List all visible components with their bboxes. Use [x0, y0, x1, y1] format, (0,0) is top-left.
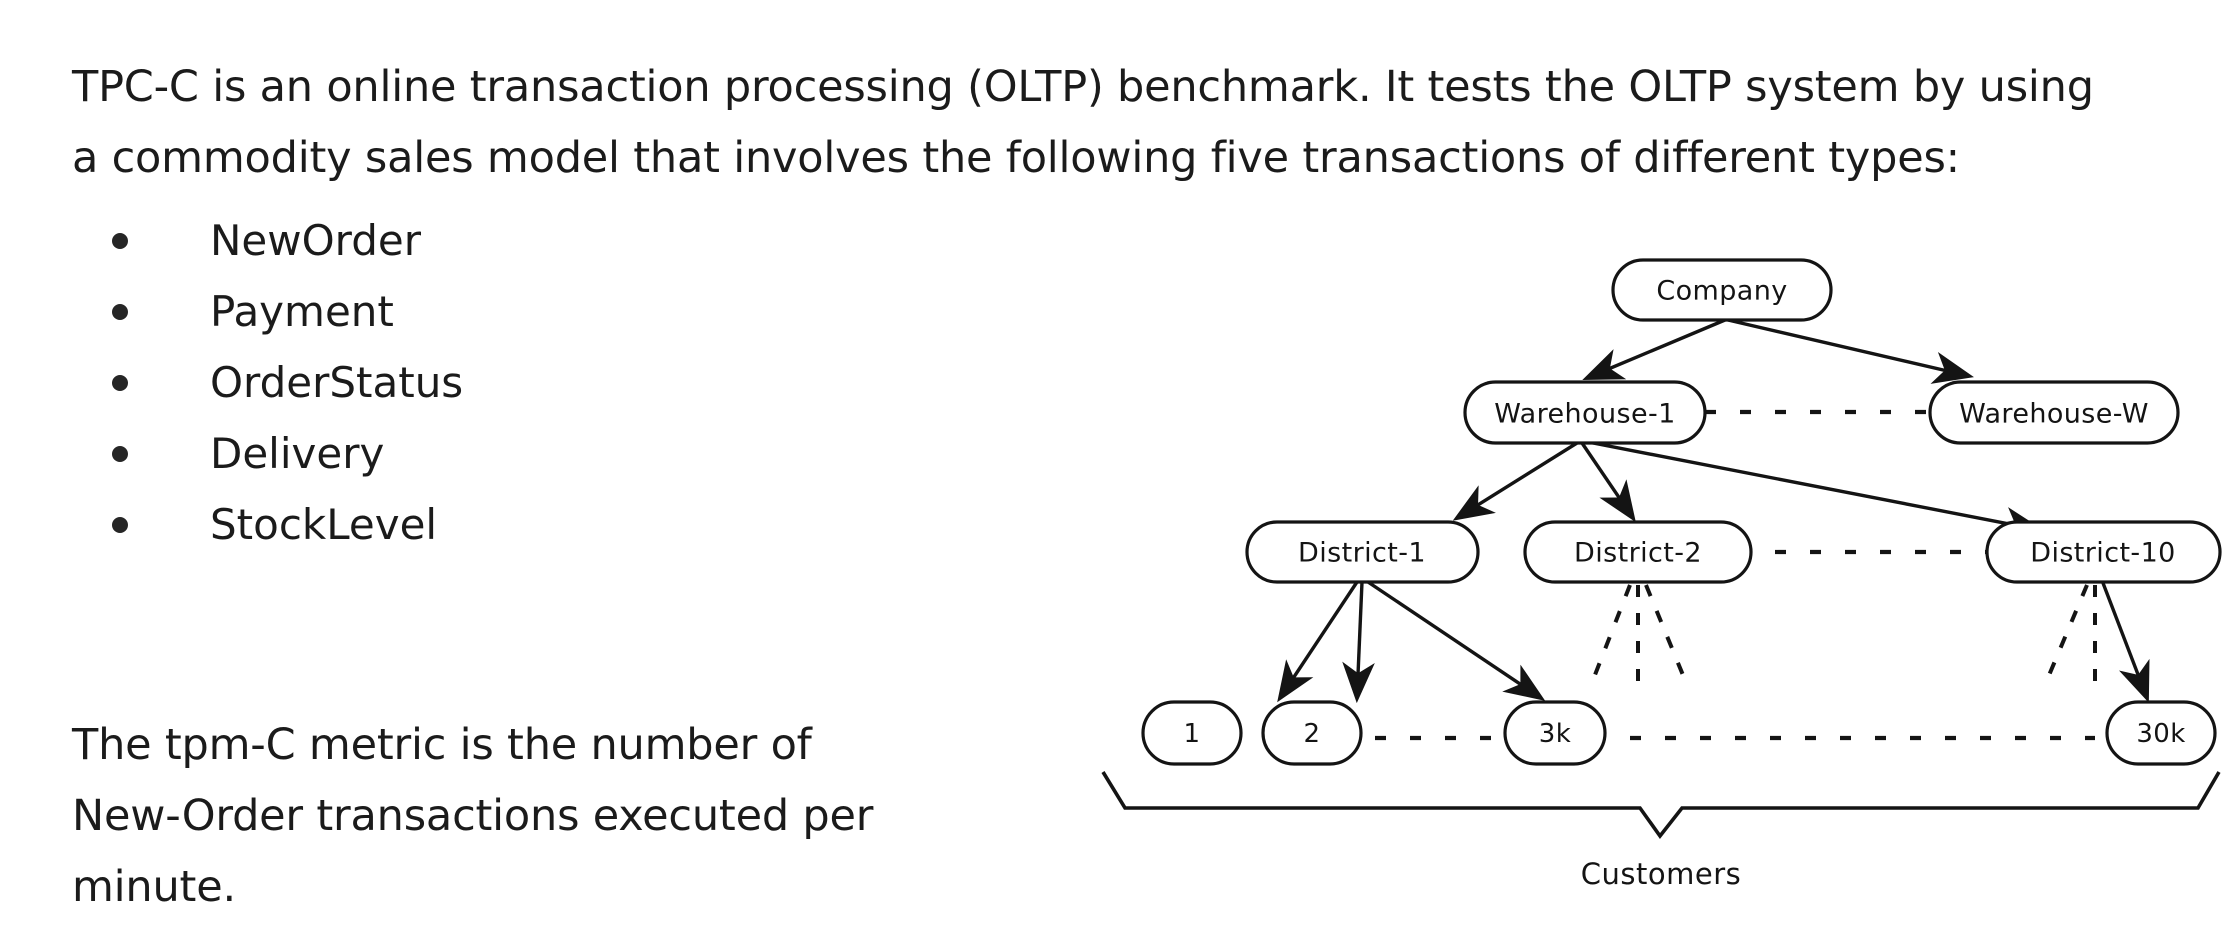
- edge-company-to-warehouse-1: [1582, 318, 1726, 380]
- tpcc-hierarchy-diagram: Company Warehouse-1 Warehouse-W District…: [1085, 230, 2222, 910]
- list-item: Payment: [72, 276, 772, 347]
- edge-district-1-to-customer-1: [1277, 581, 1359, 703]
- tpmc-line-1: The tpm-C metric is the number of: [72, 720, 812, 770]
- edge-warehouse-to-district-10: [1587, 440, 2046, 540]
- list-item: NewOrder: [72, 205, 772, 276]
- intro-line-1: TPC-C is an online transaction processin…: [72, 62, 2094, 112]
- edge-district-10-fan-left: [2045, 584, 2089, 681]
- list-item: Delivery: [72, 418, 772, 489]
- edge-district-2-fan-right: [1644, 584, 1687, 681]
- node-customer-2-label: 2: [1304, 719, 1321, 749]
- customers-brace: [1101, 771, 2221, 840]
- edge-company-to-warehouse-w: [1727, 318, 1974, 384]
- transaction-list: NewOrder Payment OrderStatus Delivery St…: [72, 205, 772, 560]
- node-company[interactable]: Company: [1611, 258, 1833, 322]
- transaction-label: OrderStatus: [210, 358, 464, 407]
- customers-brace-label: Customers: [1581, 857, 1741, 891]
- node-customer-1-label: 1: [1184, 719, 1201, 749]
- node-company-label: Company: [1656, 276, 1787, 307]
- transaction-label: NewOrder: [210, 216, 421, 265]
- list-item: StockLevel: [72, 489, 772, 560]
- transaction-label: Delivery: [210, 429, 385, 478]
- transaction-label: Payment: [210, 287, 394, 336]
- tpmc-line-2: New-Order transactions executed per: [72, 791, 874, 841]
- edge-district-2-fan-left: [1591, 584, 1632, 681]
- node-customer-3k-label: 3k: [1539, 719, 1571, 749]
- bullet-icon: [112, 445, 128, 462]
- customers-brace-group: Customers: [1101, 771, 2221, 891]
- node-warehouse-w-label: Warehouse-W: [1959, 399, 2149, 430]
- node-customer-30k-label: 30k: [2136, 719, 2185, 749]
- node-district-2-label: District-2: [1574, 538, 1702, 569]
- node-customer-30k[interactable]: 30k: [2105, 700, 2217, 766]
- node-customer-3k[interactable]: 3k: [1503, 700, 1607, 766]
- node-district-10-label: District-10: [2030, 538, 2175, 569]
- intro-paragraph: TPC-C is an online transaction processin…: [72, 52, 2172, 194]
- node-district-10[interactable]: District-10: [1985, 520, 2222, 584]
- edge-district-1-to-customer-3k: [1367, 580, 1546, 701]
- node-layer: Company Warehouse-1 Warehouse-W District…: [1141, 258, 2222, 766]
- tpmc-line-3: minute.: [72, 862, 236, 912]
- node-warehouse-w[interactable]: Warehouse-W: [1928, 380, 2180, 445]
- bullet-icon: [112, 516, 128, 533]
- node-customer-2[interactable]: 2: [1261, 700, 1363, 766]
- bullet-icon: [112, 303, 128, 320]
- edge-layer: [1277, 318, 2150, 741]
- edge-district-10-to-customer-30k: [2101, 582, 2150, 703]
- edge-warehouse-to-district-1: [1452, 441, 1578, 521]
- bullet-icon: [112, 232, 128, 249]
- tpmc-paragraph: The tpm-C metric is the number of New-Or…: [72, 710, 1002, 923]
- node-district-1-label: District-1: [1298, 538, 1426, 569]
- edge-district-1-to-customer-2: [1342, 581, 1375, 704]
- bullet-icon: [112, 374, 128, 391]
- node-district-2[interactable]: District-2: [1523, 520, 1753, 584]
- intro-line-2: a commodity sales model that involves th…: [72, 133, 1960, 183]
- transaction-label: StockLevel: [210, 500, 438, 549]
- edge-warehouse-to-district-2: [1580, 442, 1636, 523]
- list-item: OrderStatus: [72, 347, 772, 418]
- node-customer-1[interactable]: 1: [1141, 700, 1243, 766]
- node-warehouse-1-label: Warehouse-1: [1494, 399, 1675, 430]
- node-district-1[interactable]: District-1: [1245, 520, 1480, 584]
- node-warehouse-1[interactable]: Warehouse-1: [1463, 380, 1707, 445]
- text-column: TPC-C is an online transaction processin…: [0, 0, 2094, 946]
